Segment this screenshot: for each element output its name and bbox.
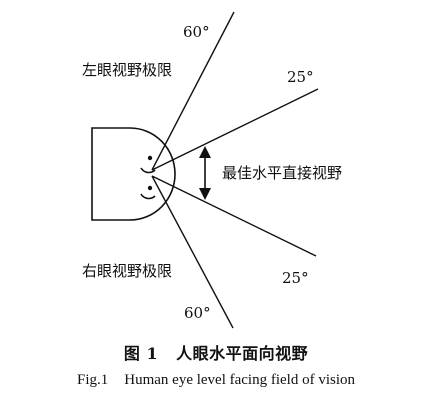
caption-cn-title: 人眼水平面向视野 xyxy=(176,344,309,363)
caption-english: Fig.1 Human eye level facing field of vis… xyxy=(0,372,432,389)
double-arrow-icon xyxy=(199,146,211,200)
head-outline xyxy=(91,127,176,221)
left-eye-limit-label: 左眼视野极限 xyxy=(82,61,172,79)
caption-chinese: 图 1 人眼水平面向视野 xyxy=(0,340,432,364)
ray-lower-25 xyxy=(151,175,317,257)
caption-cn-number: 图 1 xyxy=(123,344,159,363)
eyes-icon xyxy=(140,155,156,200)
ray-upper-60 xyxy=(151,11,235,171)
right-eye-limit-label: 右眼视野极限 xyxy=(82,262,172,280)
angle-upper-outer: 60° xyxy=(183,23,210,41)
best-horizontal-label: 最佳水平直接视野 xyxy=(222,164,342,182)
vision-rays xyxy=(151,11,319,329)
caption-en-title: Human eye level facing field of vision xyxy=(124,372,356,388)
caption-en-number: Fig.1 xyxy=(76,372,109,388)
angle-lower-outer: 60° xyxy=(184,304,211,322)
angle-lower-inner: 25° xyxy=(282,269,309,287)
angle-upper-inner: 25° xyxy=(287,68,314,86)
ray-upper-25 xyxy=(151,88,319,171)
ray-lower-60 xyxy=(151,175,234,329)
